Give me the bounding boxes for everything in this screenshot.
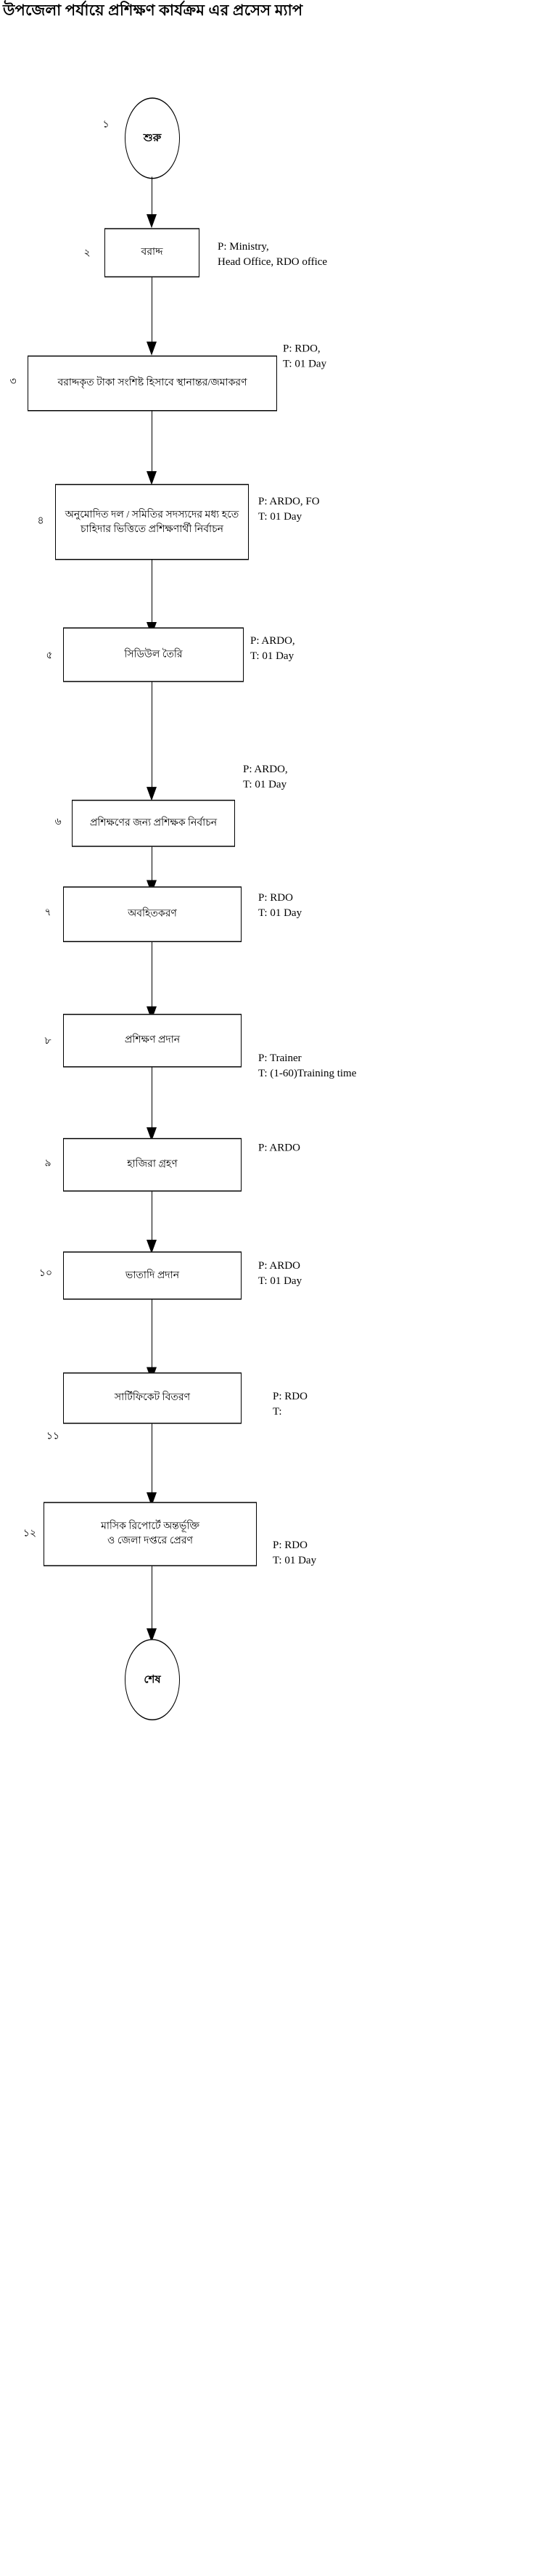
process-node-3: বরাদ্দকৃত টাকা সংশিষ্ট হিসাবে স্থানান্তর… xyxy=(28,355,277,412)
page-title: উপজেলা পর্যায়ে প্রশিক্ষণ কার্যক্রম এর প… xyxy=(3,1,303,19)
step-number-8: ৮ xyxy=(44,1036,51,1047)
node-label-4: অনুমোদিত দল / সমিতির সদস্যদের মধ্য হতে চ… xyxy=(65,509,239,535)
step-number-7: ৭ xyxy=(44,907,51,919)
annotation-5: P: ARDO, T: 01 Day xyxy=(250,634,295,662)
process-node-4: অনুমোদিত দল / সমিতির সদস্যদের মধ্য হতে চ… xyxy=(55,483,249,560)
node-label-2: বরাদ্দ xyxy=(141,247,163,258)
annotation-4: P: ARDO, FO T: 01 Day xyxy=(258,496,320,523)
arrowhead-to-9 xyxy=(147,1127,157,1142)
process-node-5: সিডিউল তৈরি xyxy=(63,627,244,682)
process-node-6: প্রশিক্ষণের জন্য প্রশিক্ষক নির্বাচন xyxy=(72,799,235,847)
node-label-8: প্রশিক্ষণ প্রদান xyxy=(124,1034,181,1046)
annotation-6: P: ARDO, T: 01 Day xyxy=(243,763,288,790)
step-number-9: ৯ xyxy=(44,1158,51,1169)
process-node-7: অবহিতকরণ xyxy=(63,886,242,942)
process-node-12: মাসিক রিপোর্টে অন্তর্ভূক্তি ও জেলা দপ্তর… xyxy=(44,1502,257,1566)
step-number-11: ১১ xyxy=(46,1431,60,1442)
step-number-2: ২ xyxy=(83,248,91,259)
process-node-2: বরাদ্দ xyxy=(104,228,199,278)
annotation-12: P: RDO T: 01 Day xyxy=(273,1540,317,1567)
node-label-7: অবহিতকরণ xyxy=(128,908,177,920)
node-label-6: প্রশিক্ষণের জন্য প্রশিক্ষক নির্বাচন xyxy=(89,817,218,829)
step-number-10: ১০ xyxy=(38,1268,53,1280)
process-map-flowchart: শুরু ১ বরাদ্দ ২ P: Ministry, Head Office… xyxy=(0,29,544,2576)
process-node-9: হাজিরা গ্রহণ xyxy=(63,1137,242,1192)
node-label-3: বরাদ্দকৃত টাকা সংশিষ্ট হিসাবে স্থানান্তর… xyxy=(57,377,247,389)
annotation-8: P: Trainer T: (1-60)Training time xyxy=(258,1052,357,1080)
arrowhead-to-3 xyxy=(147,341,157,356)
end-terminator: শেষ xyxy=(125,1639,180,1721)
step-number-1: ১ xyxy=(102,119,110,131)
step-number-6: ৬ xyxy=(54,816,62,827)
start-label: শুরু xyxy=(143,131,162,144)
step-number-3: ৩ xyxy=(9,376,17,388)
arrowhead-to-10 xyxy=(147,1239,157,1254)
node-label-5: সিডিউল তৈরি xyxy=(124,649,183,661)
step-number-5: ৫ xyxy=(46,650,53,662)
annotation-9: P: ARDO xyxy=(258,1142,300,1154)
annotation-11: P: RDO T: xyxy=(273,1391,308,1418)
start-terminator: শুরু xyxy=(125,97,180,179)
annotation-7: P: RDO T: 01 Day xyxy=(258,891,302,919)
step-number-12: ১২ xyxy=(22,1528,37,1540)
end-label: শেষ xyxy=(144,1673,161,1685)
node-label-12: মাসিক রিপোর্টে অন্তর্ভূক্তি ও জেলা দপ্তর… xyxy=(101,1521,199,1547)
step-number-4: ৪ xyxy=(37,515,44,527)
arrowhead-to-end xyxy=(147,1628,157,1643)
annotation-10: P: ARDO T: 01 Day xyxy=(258,1260,302,1288)
process-node-11: সার্টিফিকেট বিতরণ xyxy=(63,1372,242,1424)
process-node-8: প্রশিক্ষণ প্রদান xyxy=(63,1013,242,1068)
node-label-11: সার্টিফিকেট বিতরণ xyxy=(114,1392,191,1404)
arrowhead-to-4 xyxy=(147,471,157,486)
annotation-2: P: Ministry, Head Office, RDO office xyxy=(218,241,328,269)
annotation-3: P: RDO, T: 01 Day xyxy=(283,343,327,370)
arrowhead-to-6 xyxy=(147,787,157,801)
arrowhead-to-2 xyxy=(147,214,157,229)
node-label-9: হাজিরা গ্রহণ xyxy=(127,1158,178,1170)
node-label-10: ভাতাদি প্রদান xyxy=(125,1269,180,1281)
process-node-10: ভাতাদি প্রদান xyxy=(63,1251,242,1300)
